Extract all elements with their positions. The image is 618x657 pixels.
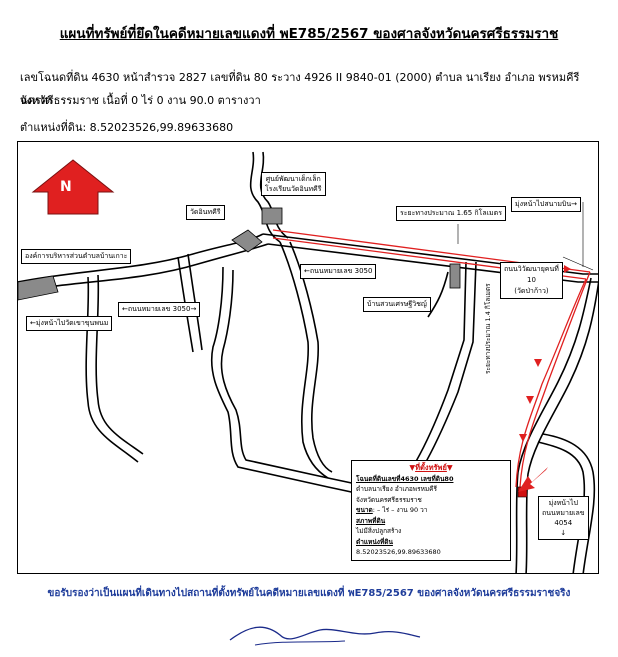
to-road-4054-label: มุ่งหน้าไป ถนนหมายเลข 4054 ↓ <box>538 496 589 540</box>
property-position-value: 8.52023526,99.89633680 <box>356 548 441 556</box>
road-network <box>18 151 598 573</box>
vibhavadi-road-text-3: (วัดป่าก้าว) <box>514 287 549 295</box>
vibhavadi-road-text-1: ถนนวิวัฒนายุคนที่ <box>504 265 559 273</box>
deed-line-1: เลขโฉนดที่ดิน 4630 หน้าสำรวจ 2827 เลขที่… <box>20 71 580 107</box>
down-triangle-icon: ▼ <box>446 463 453 472</box>
childcare-center-label: ศูนย์พัฒนาเด็กเล็ก โรงเรียนวัดอินทคีรี <box>261 172 326 196</box>
road-3050-label-b: ←ถนนหมายเลข 3050→ <box>118 302 201 317</box>
ban-suan-label: บ้านสวนเศรษฐีวิชญ์ <box>363 297 431 312</box>
wat-inthakhiri-label: วัดอินทคีรี <box>186 205 225 220</box>
property-address-1: ตำบลนาเรียง อำเภอพรหมคีรี <box>356 485 437 493</box>
tao-label: องค์การบริหารส่วนตำบลบ้านเกาะ <box>21 249 132 264</box>
property-deed: โฉนดที่ดินเลขที่4630 เลขที่ดิน80 <box>356 474 454 483</box>
vibhavadi-road-text-2: 10 <box>526 276 536 284</box>
page-title: แผนที่ทรัพย์ที่ยึดในคดีหมายเลขแดงที่ พE7… <box>59 26 559 42</box>
to-wat-label: ←มุ่งหน้าไปวัดเขาขุนพนม <box>26 316 113 331</box>
north-letter: N <box>60 179 72 195</box>
to-road-text-1: มุ่งหน้าไป <box>548 499 578 507</box>
certification-footer: ขอรับรองว่าเป็นแผนที่เดินทางไปสถานที่ตั้… <box>47 588 571 599</box>
north-arrow-icon <box>31 159 115 215</box>
vibhavadi-road-label: ถนนวิวัฒนายุคนที่ 10 (วัดป่าก้าว) <box>500 262 563 299</box>
route-arrows <box>519 265 571 442</box>
signature-icon <box>229 626 421 646</box>
school-text: โรงเรียนวัดอินทคีรี <box>265 185 322 193</box>
down-triangle-icon: ▼ <box>409 463 416 472</box>
property-condition-value: ไม่มีสิ่งปลูกสร้าง <box>356 527 402 535</box>
to-road-text-3: 4054 <box>554 519 573 527</box>
down-arrow-icon: ↓ <box>560 529 567 537</box>
buildings <box>18 207 461 301</box>
property-size-value: : – ไร่ – งาน 90 วา <box>372 506 428 514</box>
property-position-label: ตำแหน่งที่ดิน <box>356 537 393 546</box>
deed-line-2: นครศรีธรรมราช เนื้อที่ 0 ไร่ 0 งาน 90.0 … <box>20 94 261 107</box>
to-road-text-2: ถนนหมายเลข <box>542 509 585 517</box>
route-map: ศูนย์พัฒนาเด็กเล็ก โรงเรียนวัดอินทคีรี ว… <box>17 141 599 574</box>
property-heading-text: ที่ตั้งทรัพย์ <box>415 463 447 472</box>
leader-lines <box>457 202 594 271</box>
property-condition-label: สภาพที่ดิน <box>356 516 386 525</box>
road-3050-label-a: ←ถนนหมายเลข 3050 <box>300 264 377 279</box>
property-pointer-icon <box>518 467 548 492</box>
position-line: ตำแหน่งที่ดิน: 8.52023526,99.89633680 <box>20 121 234 134</box>
property-heading: ▼ที่ตั้งทรัพย์▼ <box>356 463 506 474</box>
property-info-box: ▼ที่ตั้งทรัพย์▼ โฉนดที่ดินเลขที่4630 เลข… <box>351 460 511 561</box>
distance-14-label: ระยะทางประมาณ 1.4 กิโลเมตร <box>484 283 492 374</box>
childcare-center-text: ศูนย์พัฒนาเด็กเล็ก <box>265 175 321 183</box>
property-address-2: จังหวัดนครศรีธรรมราช <box>356 495 422 504</box>
to-airport-label: มุ่งหน้าไปสนามบิน→ <box>511 197 582 212</box>
property-size-label: ขนาด <box>356 506 373 514</box>
property-size: ขนาด: – ไร่ – งาน 90 วา <box>356 505 506 516</box>
distance-165-label: ระยะทางประมาณ 1.65 กิโลเมตร <box>396 206 506 221</box>
